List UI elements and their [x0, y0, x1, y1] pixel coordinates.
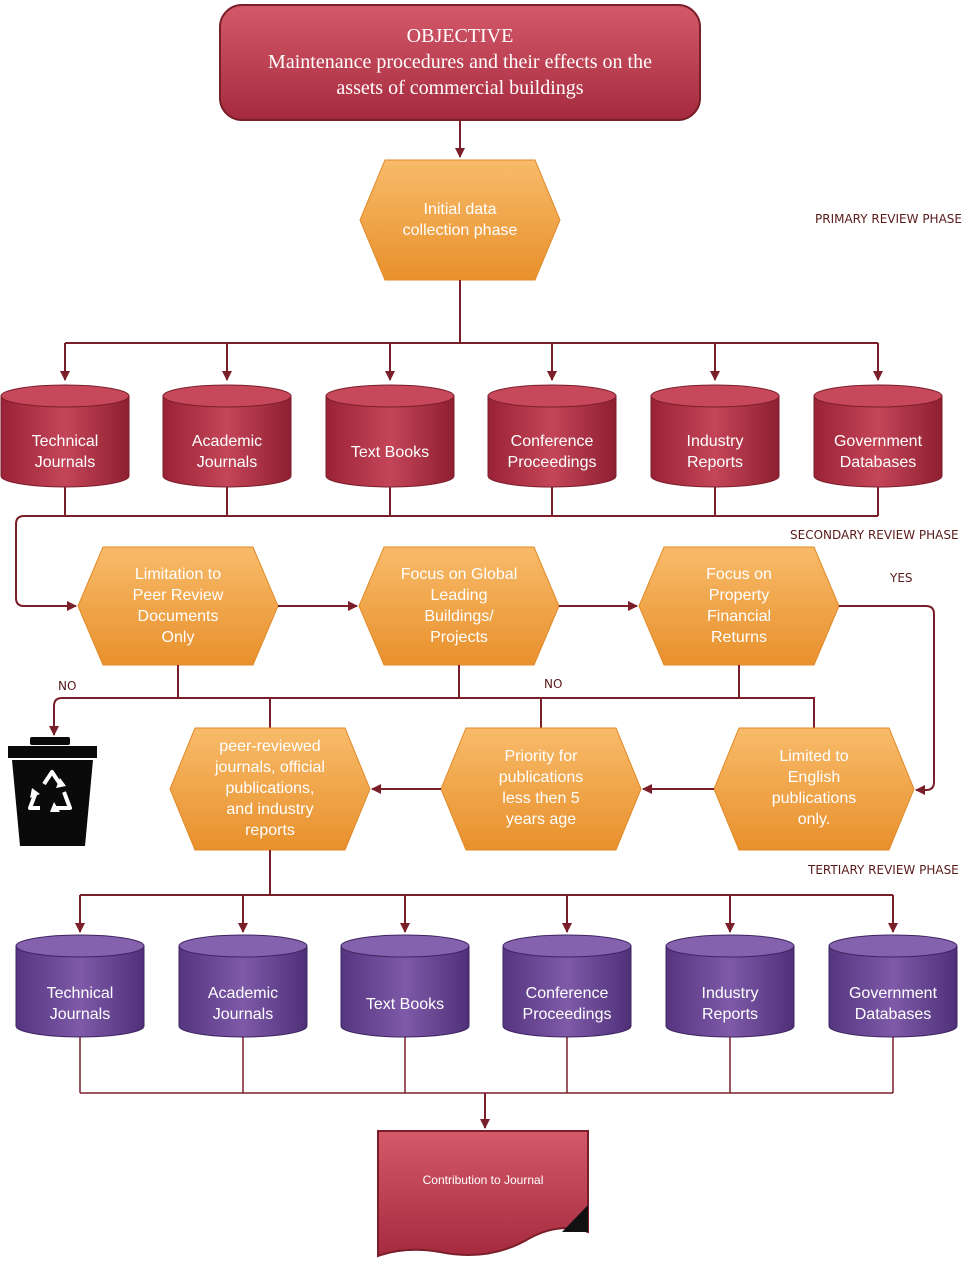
purple-source-label: Academic [208, 985, 278, 1002]
red-source-label: Conference [511, 433, 594, 450]
red-source-industry-reports: Industry Reports [650, 384, 780, 488]
red-source-label: Text Books [351, 444, 429, 461]
filter-text: Focus on [706, 566, 772, 583]
filter-text: Financial [707, 608, 771, 625]
filter-text: Returns [711, 629, 767, 646]
initial-line2: collection phase [403, 222, 518, 239]
filter-text: Projects [430, 629, 488, 646]
filter-peer-review-only: Limitation to Peer Review Documents Only [77, 546, 279, 666]
purple-source-label: Conference [526, 985, 609, 1002]
tertiary-connectors [75, 850, 898, 933]
filter-text: reports [245, 822, 295, 839]
red-source-label: Industry [687, 433, 744, 450]
no-label-mid: NO [544, 677, 562, 691]
red-source-label: Journals [35, 454, 95, 471]
filter-text: Leading [431, 587, 488, 604]
objective-title: OBJECTIVE [407, 25, 514, 47]
filter-text: publications [772, 790, 857, 807]
filter-text: Buildings/ [424, 608, 494, 625]
initial-line1: Initial data [424, 201, 497, 218]
primary-connectors [60, 280, 883, 381]
purple-source-industry-reports: Industry Reports [665, 934, 795, 1038]
red-source-academic-journals: Academic Journals [162, 384, 292, 488]
tertiary-phase-label: TERTIARY REVIEW PHASE [807, 863, 959, 877]
initial-data-collection-hexagon: Initial data collection phase [359, 159, 561, 281]
purple-source-label: Reports [702, 1006, 758, 1023]
red-source-technical-journals: Technical Journals [0, 384, 130, 488]
filter-text: Documents [138, 608, 219, 625]
filter-english-only: Limited to English publications only. [713, 727, 915, 851]
filter-text: less then 5 [502, 790, 579, 807]
filter-text: and industry [226, 801, 313, 818]
purple-source-label: Databases [855, 1006, 932, 1023]
purple-sources-row: Technical Journals Academic Journals Tex… [15, 934, 958, 1038]
filter-text: Focus on Global [401, 566, 518, 583]
purple-source-academic-journals: Academic Journals [178, 934, 308, 1038]
yes-label: YES [889, 571, 913, 585]
red-source-label: Academic [192, 433, 262, 450]
filter-text: peer-reviewed [219, 738, 320, 755]
filter-peer-reviewed-journals-official-publications: peer-reviewed journals, official publica… [169, 727, 371, 851]
filter-text: English [788, 769, 840, 786]
red-source-label: Proceedings [508, 454, 597, 471]
filter-text: journals, official [214, 759, 325, 776]
red-source-government-databases: Government Databases [813, 384, 943, 488]
filter-text: publications, [226, 780, 315, 797]
purple-source-label: Industry [702, 985, 759, 1002]
filter-text: Peer Review [133, 587, 224, 604]
output-connectors [79, 1037, 894, 1129]
purple-source-conference-proceedings: Conference Proceedings [502, 934, 632, 1038]
purple-source-label: Government [849, 985, 938, 1002]
filter-text: years age [506, 811, 576, 828]
purple-source-label: Technical [47, 985, 114, 1002]
filter-global-leading-buildings: Focus on Global Leading Buildings/ Proje… [358, 546, 560, 666]
row1-connectors [278, 601, 935, 795]
secondary-phase-label: SECONDARY REVIEW PHASE [790, 528, 959, 542]
contribution-to-journal-document: Contribution to Journal [377, 1130, 589, 1258]
purple-source-label: Proceedings [523, 1006, 612, 1023]
red-source-label: Government [834, 433, 923, 450]
output-label: Contribution to Journal [423, 1173, 544, 1187]
red-source-conference-proceedings: Conference Proceedings [487, 384, 617, 488]
objective-line1: Maintenance procedures and their effects… [268, 51, 652, 73]
red-source-label: Reports [687, 454, 743, 471]
purple-source-label: Journals [50, 1006, 110, 1023]
red-source-label: Databases [840, 454, 917, 471]
filter-text: Property [709, 587, 769, 604]
primary-phase-label: PRIMARY REVIEW PHASE [815, 212, 962, 226]
filter-property-financial-returns: Focus on Property Financial Returns [638, 546, 840, 666]
purple-source-government-databases: Government Databases [828, 934, 958, 1038]
purple-source-text-books: Text Books [340, 934, 470, 1038]
red-source-text-books: Text Books [325, 384, 455, 488]
filter-text: Limitation to [135, 566, 221, 583]
filter-recent-publications: Priority for publications less then 5 ye… [440, 727, 642, 851]
filter-text: Only [162, 629, 195, 646]
recycle-bin-icon [8, 737, 97, 846]
filter-text: publications [499, 769, 584, 786]
filter-text: only. [798, 811, 831, 828]
filter-text: Priority for [505, 748, 579, 765]
secondary-connectors [15, 487, 879, 611]
red-source-label: Technical [32, 433, 99, 450]
red-source-label: Journals [197, 454, 257, 471]
no-connectors [49, 665, 815, 736]
red-sources-row: Technical Journals Academic Journals Tex… [0, 384, 943, 488]
purple-source-label: Journals [213, 1006, 273, 1023]
purple-source-technical-journals: Technical Journals [15, 934, 145, 1038]
no-label-left: NO [58, 679, 76, 693]
objective-line2: assets of commercial buildings [336, 77, 583, 99]
filter-text: Limited to [779, 748, 848, 765]
objective-box: OBJECTIVE Maintenance procedures and the… [219, 4, 701, 121]
purple-source-label: Text Books [366, 996, 444, 1013]
